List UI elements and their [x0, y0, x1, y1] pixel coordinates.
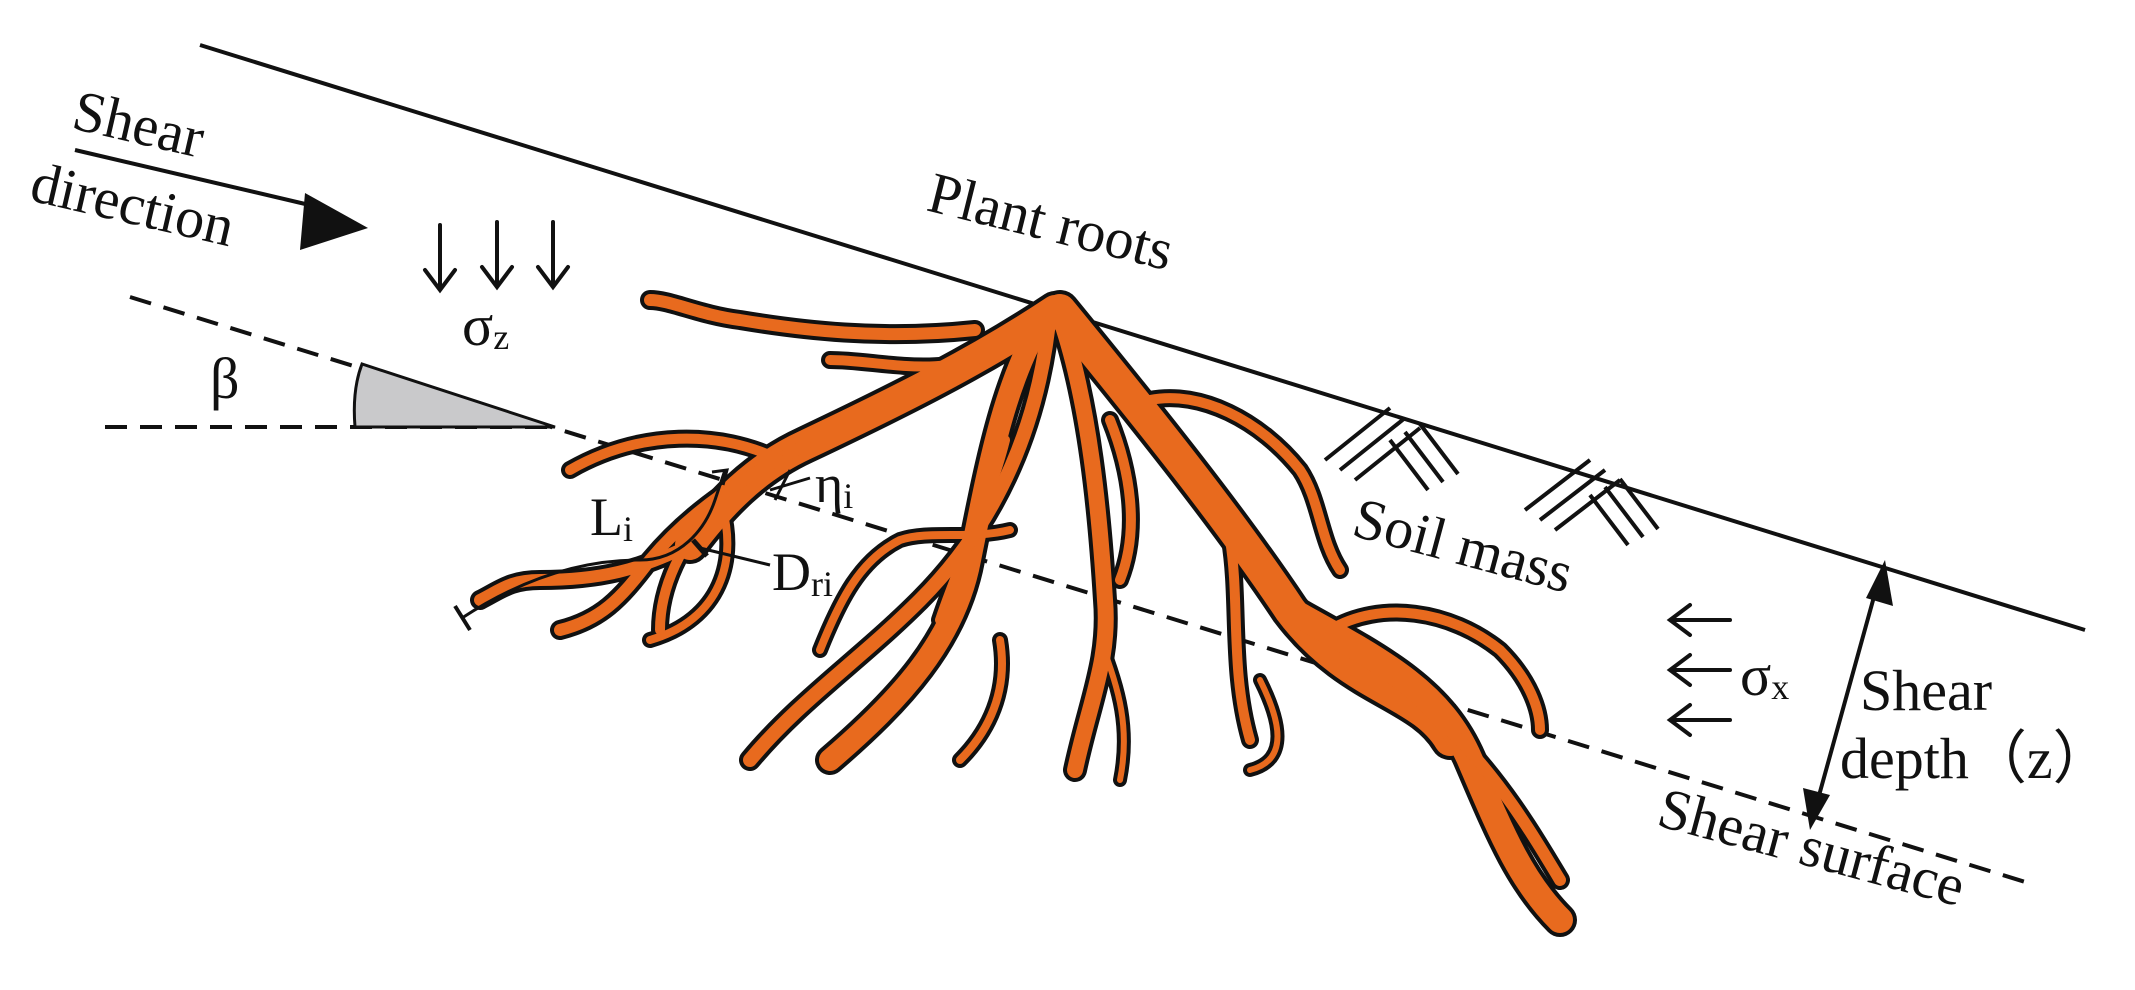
sigma-z-label: σz: [462, 293, 509, 358]
root-angle-marker: [769, 469, 811, 501]
beta-angle-wedge: [352, 362, 556, 429]
root-diameter-marker: [691, 538, 771, 567]
shear-direction-label-line1: Shear: [67, 77, 210, 170]
soil-hatch-marks: [1323, 406, 1660, 547]
plant-roots: [470, 290, 1577, 937]
eta-label: ηi: [815, 454, 853, 516]
shear-depth-label-line2: depth（z）: [1840, 726, 2111, 791]
plant-roots-label: Plant roots: [922, 160, 1180, 283]
beta-label: β: [210, 346, 240, 411]
root-length-marker: [453, 468, 730, 632]
shear-direction-label-line2: direction: [25, 149, 240, 259]
ground-surface-line: [199, 43, 2086, 632]
soil-mass-label: Soil mass: [1347, 485, 1580, 606]
length-label: Li: [590, 487, 633, 549]
shear-depth-label-line1: Shear: [1860, 658, 1992, 723]
sigma-z-arrows: [423, 220, 570, 294]
shear-depth-arrow: [1803, 560, 1893, 830]
sigma-x-label: σx: [1740, 643, 1789, 708]
sigma-x-arrows: [1666, 603, 1732, 737]
diameter-label: Dri: [772, 542, 833, 604]
shear-direction-arrow: [74, 148, 368, 250]
